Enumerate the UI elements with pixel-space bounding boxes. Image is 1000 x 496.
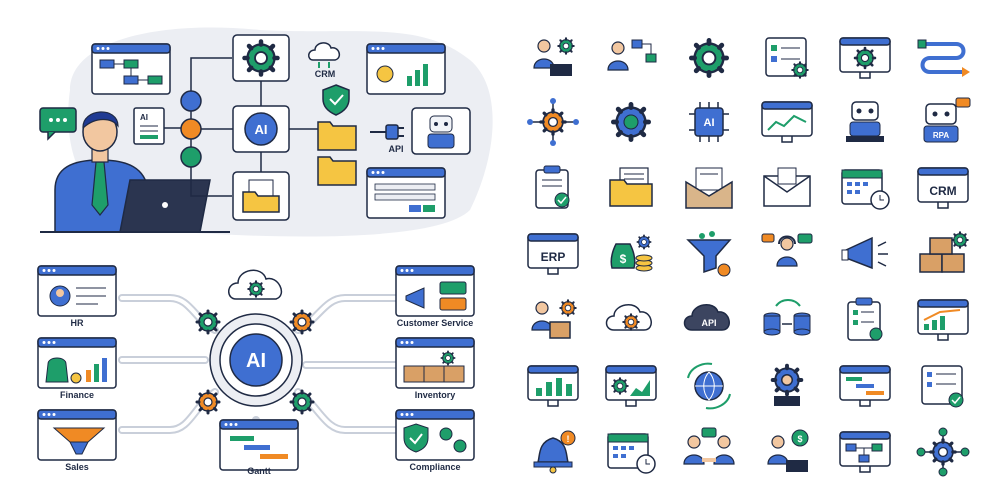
monitor-area-chart-icon: [598, 360, 664, 412]
gear-icon: [195, 309, 221, 335]
calendar-clock-icon: [832, 162, 898, 214]
svg-text:RPA: RPA: [933, 131, 950, 140]
finance-label: Finance: [59, 390, 94, 400]
globe-sync-icon: [676, 360, 742, 412]
inventory-window: [395, 337, 475, 389]
money-bag-coins-icon: $: [598, 228, 664, 280]
api-label: API: [388, 144, 403, 154]
robot-box: [411, 107, 471, 155]
sales-label: Sales: [65, 462, 89, 472]
gear-hub-icon: [910, 426, 976, 478]
shield-check-icon: [322, 84, 350, 116]
ai-chip-box: AI: [232, 105, 290, 153]
person-workflow-icon: [598, 32, 664, 84]
crm-monitor-icon: CRM: [910, 162, 976, 214]
folder-box: [232, 171, 290, 221]
customer-service-label: Customer Service: [396, 318, 474, 328]
brain-gear-icon: [598, 96, 664, 148]
clipboard-check-icon: [520, 162, 586, 214]
folder-icon: [317, 156, 357, 186]
funnel-coin-icon: [676, 228, 742, 280]
chat-bubble-icon: [39, 107, 77, 141]
crm-label: CRM: [315, 69, 336, 79]
hr-label: HR: [70, 318, 84, 328]
checklist-badge-icon: [910, 360, 976, 412]
svg-text:AI: AI: [704, 117, 715, 129]
gantt-label: Gantt: [247, 466, 271, 476]
gear-icon: [289, 389, 315, 415]
folder-document-icon: [598, 162, 664, 214]
monitor-bar-chart-icon: [520, 360, 586, 412]
hub-label: AI: [246, 350, 266, 372]
envelope-icon: [754, 162, 820, 214]
api-cloud-icon: API: [676, 294, 742, 346]
folder-icon: [317, 121, 357, 151]
gear-network-icon: [520, 96, 586, 148]
ai-document-icon: AI: [133, 107, 165, 145]
database-sync-icon: [754, 294, 820, 346]
form-window: [366, 167, 446, 219]
monitor-gear-icon: [832, 32, 898, 84]
person-at-laptop: [40, 111, 230, 233]
gear-icon: [289, 309, 315, 335]
ai-chip-label: AI: [255, 122, 268, 137]
handshake-chat-icon: [676, 426, 742, 478]
svg-text:$: $: [620, 252, 627, 266]
boxes-gear-icon: [910, 228, 976, 280]
monitor-growth-icon: [910, 294, 976, 346]
workflow-window: [91, 43, 171, 95]
hr-window: [37, 265, 117, 317]
svg-text:ERP: ERP: [541, 250, 566, 264]
calendar-clock-icon: [598, 426, 664, 478]
compliance-label: Compliance: [409, 462, 461, 472]
monitor-flowchart-icon: [832, 426, 898, 478]
svg-text:$: $: [797, 434, 802, 444]
clipboard-checklist-icon: [832, 294, 898, 346]
browser-chart-icon: [754, 96, 820, 148]
ai-document-label: AI: [140, 113, 148, 122]
megaphone-icon: [832, 228, 898, 280]
gear-person-laptop-icon: [754, 360, 820, 412]
flow-nodes: [164, 57, 236, 197]
ai-hub: AI: [209, 313, 303, 407]
sales-window: [37, 409, 117, 461]
chart-window: [366, 43, 446, 95]
ai-hub-scene: AI: [37, 265, 475, 471]
plug-icon: [370, 124, 404, 140]
erp-monitor-icon: ERP: [520, 228, 586, 280]
rpa-robot-icon: RPA: [910, 96, 976, 148]
person-box-gear-icon: [520, 294, 586, 346]
envelope-document-icon: [676, 162, 742, 214]
compliance-window: [395, 409, 475, 461]
brain-gear-box: [232, 34, 290, 82]
checklist-gear-icon: [754, 32, 820, 84]
pipeline-arrow-icon: [910, 32, 976, 84]
inventory-label: Inventory: [414, 390, 456, 400]
person-money-chat-icon: $: [754, 426, 820, 478]
gear-icon: [195, 389, 221, 415]
cloud-gear-icon: [598, 294, 664, 346]
finance-window: [37, 337, 117, 389]
workflow-scene: AI: [39, 27, 493, 237]
svg-text:API: API: [701, 318, 716, 328]
robot-laptop-icon: [832, 96, 898, 148]
person-laptop-gear-icon: [520, 32, 586, 84]
gantt-window: [219, 419, 299, 471]
ai-chip-icon: AI: [676, 96, 742, 148]
cloud-gear-icon: [228, 269, 283, 300]
crm-cloud-icon: [308, 42, 341, 68]
gear-icon: [676, 32, 742, 84]
gantt-browser-icon: [832, 360, 898, 412]
svg-text:!: !: [567, 434, 570, 444]
svg-text:CRM: CRM: [929, 184, 956, 198]
bell-alert-icon: !: [520, 426, 586, 478]
customer-service-window: [395, 265, 475, 317]
support-agent-icon: [754, 228, 820, 280]
